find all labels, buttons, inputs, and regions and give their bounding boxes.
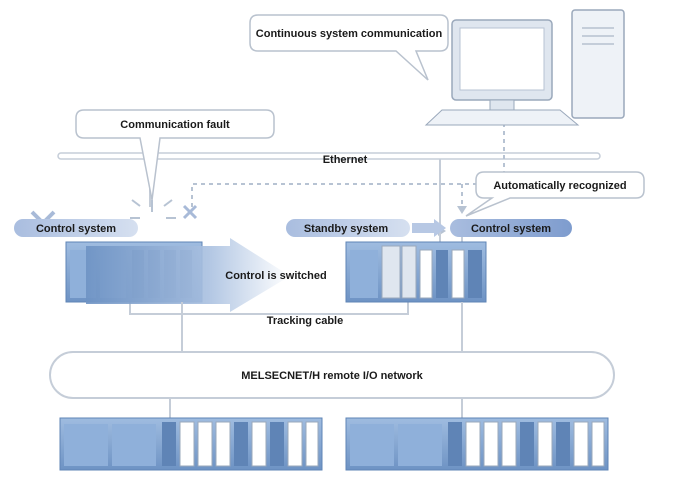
standby-text: Standby system [304,223,389,235]
ethernet-bus: Ethernet [57,152,601,166]
pill-control-left: Control system [14,219,138,237]
continuous-comm-text: Continuous system communication [256,28,443,40]
right-plc-rack [345,241,487,303]
network-drops [169,302,463,420]
callout-comm-fault: Communication fault [75,109,275,201]
tracking-cable-text: Tracking cable [267,315,343,327]
pc-monitor [424,19,580,126]
ethernet-label: Ethernet [323,154,368,166]
pc-tower [571,9,625,119]
pill-standby: Standby system [286,219,410,237]
pill-control-right: Control system [450,219,572,237]
comm-fault-text: Communication fault [120,119,230,131]
auto-recognized-text: Automatically recognized [493,180,626,192]
switch-arrow-small [412,219,446,237]
remote-io-station-right [345,417,609,471]
tracking-cable [129,300,409,315]
remote-io-network-text: MELSECNET/H remote I/O network [241,370,423,382]
fault-x-icon [182,204,198,220]
control-switched-text: Control is switched [225,270,326,282]
fault-spark-icon [130,199,176,219]
callout-continuous-comm: Continuous system communication [249,14,449,81]
callout-auto-recognized: Automatically recognized [465,171,645,217]
control-switch-arrow: Control is switched [86,238,327,312]
remote-io-network-bus: MELSECNET/H remote I/O network [49,351,615,399]
control-right-text: Control system [471,223,551,235]
control-left-text: Control system [36,223,116,235]
remote-io-station-left [59,417,323,471]
